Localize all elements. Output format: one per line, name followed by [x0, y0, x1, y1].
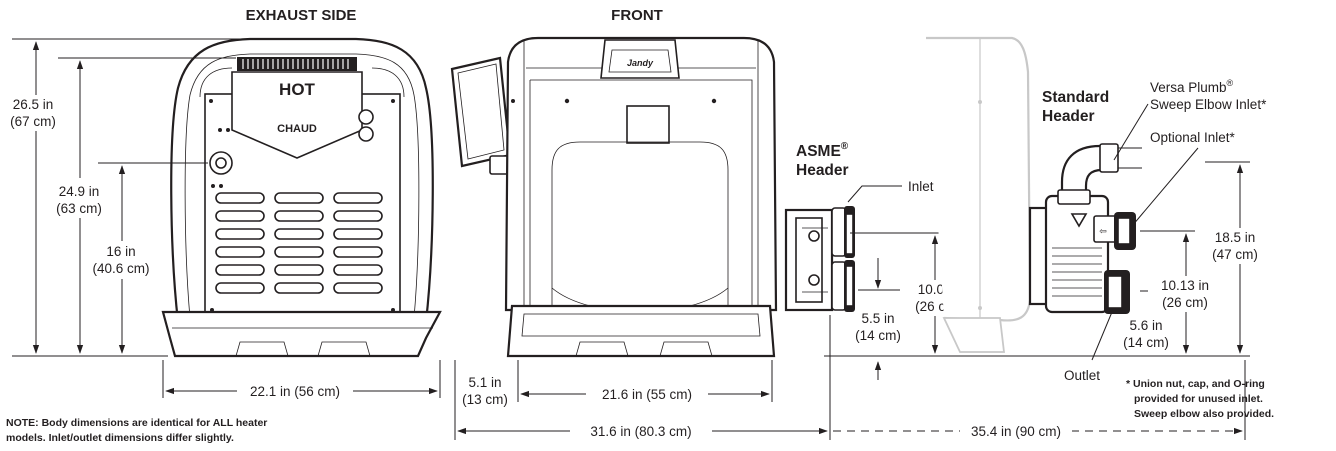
optional-inlet-label: Optional Inlet*	[1150, 130, 1236, 145]
heading-exhaust-side: EXHAUST SIDE	[246, 7, 357, 24]
clearance: 35.4 in (90 cm)	[971, 424, 1061, 439]
front-label-plate	[626, 105, 670, 144]
std-outlet-cm: (14 cm)	[1123, 335, 1169, 350]
body-note-line-2: models. Inlet/outlet dimensions differ s…	[6, 432, 234, 444]
std-mid-in: 10.13 in	[1161, 278, 1209, 293]
sweep-elbow-label: Sweep Elbow Inlet*	[1150, 97, 1267, 112]
inlet-label: Inlet	[908, 179, 934, 194]
louver-grid	[215, 192, 383, 294]
front-view: Jandy	[450, 36, 778, 358]
asme-outlet-in: 5.5 in	[861, 311, 894, 326]
header-label: Header	[796, 162, 849, 179]
front-total: 31.6 in (80.3 cm)	[590, 424, 691, 439]
top-handle	[600, 39, 680, 79]
height-total-in: 26.5 in	[13, 97, 54, 112]
standard-header-view: ⇦	[926, 36, 1142, 353]
front-offset-cm: (13 cm)	[462, 392, 508, 407]
front-dimensions	[454, 232, 1250, 440]
asme-outlet-cm: (14 cm)	[855, 328, 901, 343]
union-note-line-3: Sweep elbow also provided.	[1134, 408, 1274, 420]
front-offset-in: 5.1 in	[468, 375, 501, 390]
height-body-cm: (63 cm)	[56, 201, 102, 216]
height-total-cm: (67 cm)	[10, 114, 56, 129]
height-body-in: 24.9 in	[59, 184, 100, 199]
std-inlet-in: 18.5 in	[1215, 230, 1256, 245]
std-inlet-cm: (47 cm)	[1212, 247, 1258, 262]
exhaust-side-view: HOT CHAUD	[161, 37, 442, 358]
hot-label: HOT	[279, 80, 316, 99]
hot-warning-plate	[231, 71, 363, 159]
heading-front: FRONT	[611, 7, 663, 24]
asme-header	[784, 206, 855, 312]
outlet-label: Outlet	[1064, 368, 1100, 383]
brand-logo: Jandy	[627, 58, 654, 68]
union-note-line-1: * Union nut, cap, and O-ring	[1126, 378, 1265, 390]
standard-label: Standard	[1042, 89, 1109, 106]
flow-arrow-icon: ⇦	[1099, 226, 1107, 236]
chaud-label: CHAUD	[277, 123, 317, 135]
asme-label: ASME®	[796, 141, 849, 160]
std-outlet-in: 5.6 in	[1129, 318, 1162, 333]
std-mid-cm: (26 cm)	[1162, 295, 1208, 310]
body-note-line-1: NOTE: Body dimensions are identical for …	[6, 417, 267, 429]
height-vent-in: 16 in	[106, 244, 135, 259]
union-note-line-2: provided for unused inlet.	[1134, 393, 1263, 405]
versa-plumb-label: Versa Plumb®	[1150, 78, 1234, 95]
width-exhaust: 22.1 in (56 cm)	[250, 384, 340, 399]
height-vent-cm: (40.6 cm)	[92, 261, 149, 276]
front-base: 21.6 in (55 cm)	[602, 387, 692, 402]
standard-header-label: Header	[1042, 108, 1095, 125]
